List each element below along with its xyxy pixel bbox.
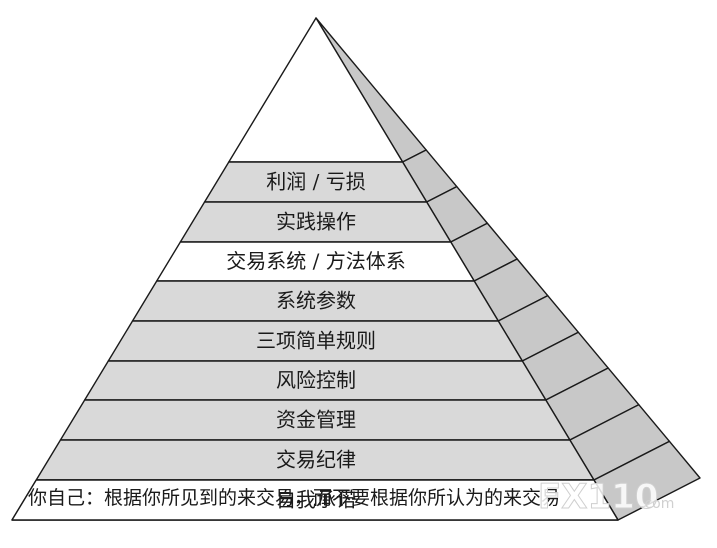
pyramid-level-label: 自我承诺 <box>276 488 356 512</box>
watermark-logo: FX110 .com <box>538 477 675 518</box>
pyramid-level-label: 实践操作 <box>276 210 356 234</box>
pyramid-level-label: 三项简单规则 <box>256 329 376 353</box>
pyramid-level-label: 交易纪律 <box>276 448 356 472</box>
pyramid-level-label: 交易系统 / 方法体系 <box>226 249 405 273</box>
pyramid-level-label: 资金管理 <box>276 408 356 432</box>
pyramid-level-label: 风险控制 <box>276 368 356 392</box>
base-label: 你自己：根据你所见到的来交易，而不要根据你所认为的来交易 <box>28 487 560 509</box>
watermark-suffix: .com <box>640 496 674 512</box>
pyramid-level-label: 系统参数 <box>276 289 356 313</box>
pyramid-level-label: 利润 / 亏损 <box>266 170 365 194</box>
watermark-brand: FX110 <box>538 477 658 517</box>
pyramid-base-band <box>11 479 619 521</box>
